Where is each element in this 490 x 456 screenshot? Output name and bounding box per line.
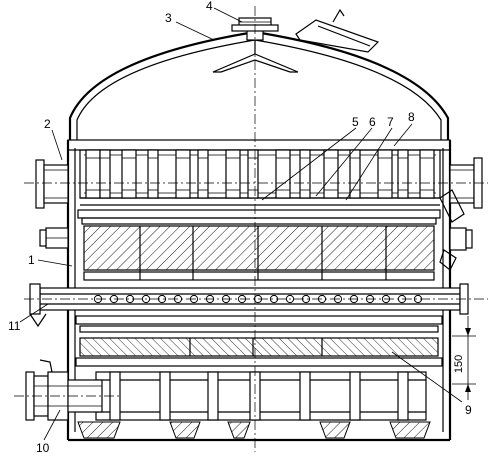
heating-element [197, 149, 209, 199]
heating-element [397, 149, 409, 199]
callout-6: 6 [369, 115, 376, 129]
heating-element [349, 149, 361, 199]
support-foot [169, 421, 201, 439]
lower-grate [95, 371, 427, 421]
support-foot [389, 421, 431, 439]
heating-element [225, 149, 241, 199]
heating-element [175, 149, 191, 199]
heating-element [247, 149, 259, 199]
distribution-pipe [29, 283, 469, 328]
heating-element [85, 149, 101, 199]
callout-labels: 1 2 3 4 5 6 7 8 9 10 11 [8, 0, 472, 455]
heating-element [275, 149, 291, 199]
right-lug [439, 227, 473, 271]
grate-post [207, 371, 219, 421]
grate-post [159, 371, 171, 421]
left-inlet-nozzle [35, 159, 69, 209]
support-foot [77, 421, 121, 439]
heating-element [377, 149, 393, 199]
callout-5: 5 [352, 115, 359, 129]
grate-post [397, 371, 409, 421]
dimension-150: 150 [452, 316, 476, 400]
right-outlet-nozzle [439, 157, 483, 223]
bottom-drain-nozzle [25, 359, 103, 421]
callout-3: 3 [165, 11, 172, 25]
callout-7: 7 [387, 115, 394, 129]
callout-1: 1 [28, 253, 35, 267]
bottom-feet [77, 421, 431, 439]
left-lug [39, 227, 69, 249]
lower-rail [75, 357, 443, 367]
heating-elements-upper [85, 149, 435, 199]
leader-lines [19, 7, 463, 441]
packing-block-lower [79, 337, 439, 357]
vent-pipe [295, 8, 380, 53]
callout-4: 4 [206, 0, 213, 13]
callout-11: 11 [8, 319, 21, 333]
dimension-label: 150 [453, 355, 465, 373]
middle-rails [75, 315, 443, 333]
upper-rails [77, 209, 441, 225]
support-foot [227, 421, 251, 439]
callout-9: 9 [465, 403, 472, 417]
support-foot [319, 421, 351, 439]
callout-2: 2 [44, 117, 51, 131]
callout-8: 8 [408, 110, 415, 124]
grate-post [349, 371, 361, 421]
callout-10: 10 [36, 441, 50, 455]
packing-block-upper [83, 225, 435, 271]
heating-element [419, 149, 435, 199]
centerlines [14, 6, 488, 452]
heating-element [323, 149, 339, 199]
heating-element [121, 149, 137, 199]
heating-element [299, 149, 311, 199]
heating-element [99, 149, 111, 199]
upper-support-legs [83, 270, 435, 281]
heating-element [147, 149, 159, 199]
grate-post [299, 371, 311, 421]
